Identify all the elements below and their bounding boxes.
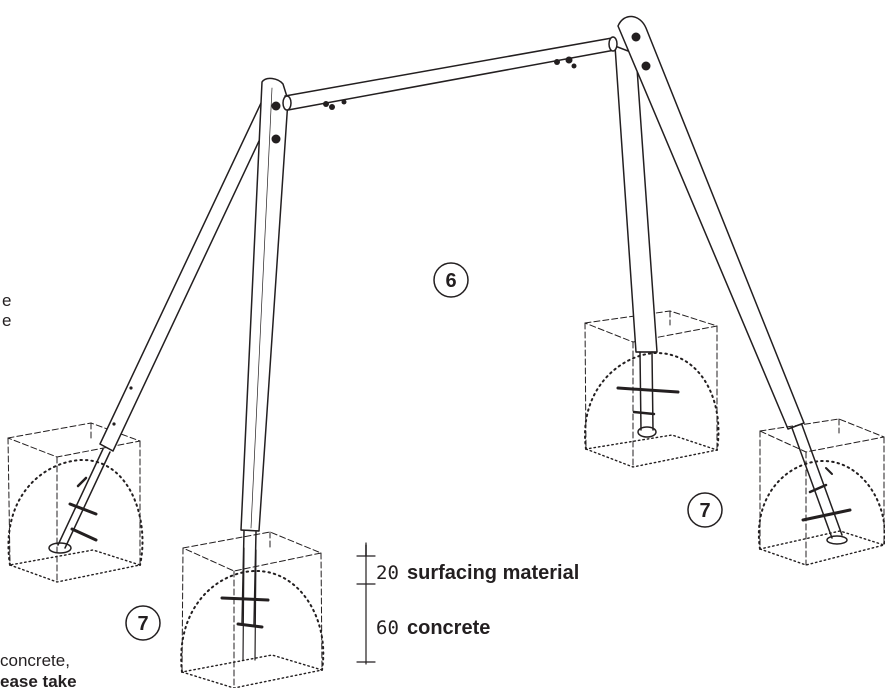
callout-circle-6 bbox=[433, 262, 469, 298]
foundation-back-left bbox=[7, 422, 144, 583]
top-beam bbox=[282, 36, 618, 111]
hanger-right-pair bbox=[554, 56, 577, 69]
callout-circle-7-left bbox=[125, 605, 161, 641]
depth-dimension-line bbox=[356, 542, 376, 665]
right-vertical-post bbox=[614, 45, 680, 438]
dimension-value-surfacing: 20 bbox=[376, 562, 399, 584]
callout-number-7-left: 7 bbox=[137, 613, 148, 635]
dimension-label-concrete: concrete bbox=[407, 617, 490, 639]
foundation-front-left bbox=[180, 531, 325, 688]
left-vertical-post bbox=[220, 77, 289, 629]
right-diagonal-post bbox=[617, 15, 805, 430]
clipped-text-a: e bbox=[2, 291, 12, 310]
hanger-left-pair bbox=[323, 99, 347, 110]
dimension-label-surfacing: surfacing material bbox=[407, 562, 579, 584]
clipped-text-c: concrete, bbox=[0, 651, 70, 670]
foundation-front-right bbox=[757, 418, 885, 566]
callout-number-6: 6 bbox=[445, 270, 456, 292]
callout-circle-7-right bbox=[687, 492, 723, 528]
callout-number-7-right: 7 bbox=[699, 500, 710, 522]
dimension-value-concrete: 60 bbox=[376, 617, 399, 639]
clipped-text-b: e bbox=[2, 311, 12, 330]
clipped-text-d: ease take bbox=[0, 672, 77, 691]
